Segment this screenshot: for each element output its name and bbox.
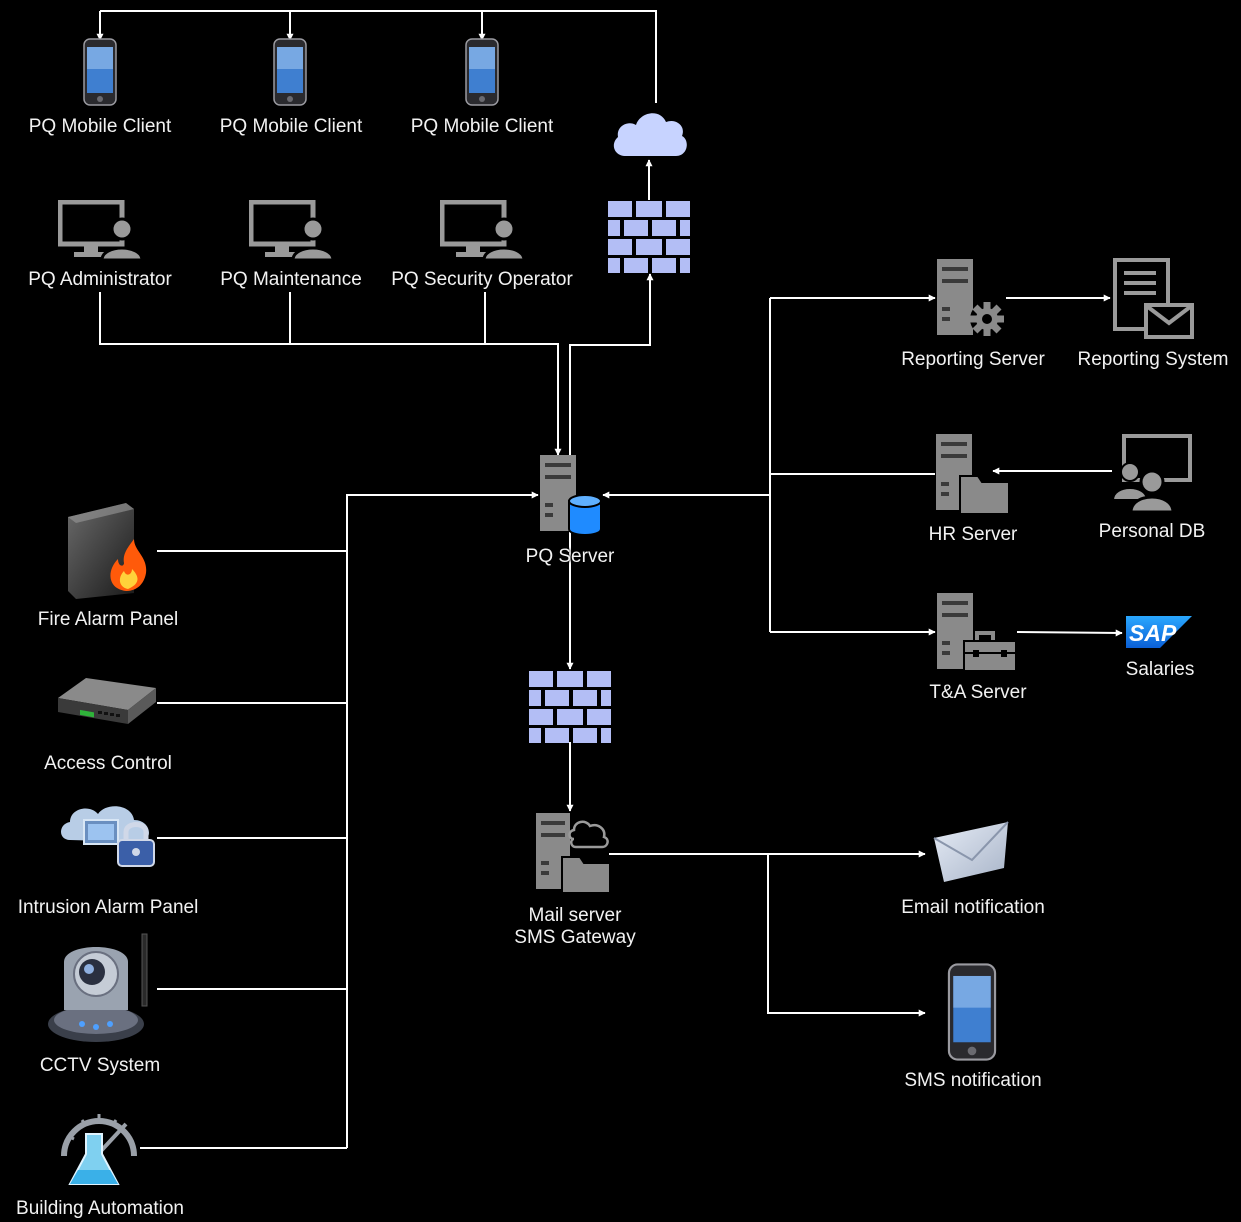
- cloud-server-icon: [536, 813, 611, 894]
- sap-logo-icon: SAP: [1126, 616, 1192, 648]
- connector-server-to-firewall: [569, 273, 654, 455]
- node-label: PQ Mobile Client: [28, 116, 172, 137]
- node-label: Fire Alarm Panel: [37, 609, 179, 630]
- monitor-user-icon: [249, 200, 333, 262]
- security-camera-icon: [48, 933, 148, 1042]
- connector-ta-to-sap: [1016, 629, 1123, 637]
- smartphone-icon: [465, 38, 499, 106]
- node-label: SMS notification: [904, 1070, 1042, 1091]
- node-label: PQ Server: [525, 546, 615, 567]
- node-label: Access Control: [44, 753, 172, 774]
- connector-mail-to-sms: [767, 854, 926, 1017]
- monitor-user-icon: [440, 200, 524, 262]
- node-label: T&A Server: [929, 682, 1027, 703]
- connector-consoles-bus: [99, 292, 562, 456]
- node-label: Reporting Server: [901, 349, 1045, 370]
- presentation-users-icon: [1112, 434, 1192, 512]
- cloud-icon: [613, 113, 687, 156]
- server-gear-icon: [937, 259, 1004, 336]
- document-mail-icon: [1113, 258, 1194, 339]
- connector-devices-bus: [346, 491, 539, 1148]
- node-label: PQ Security Operator: [391, 269, 573, 290]
- sap-logo-text: SAP: [1129, 620, 1177, 646]
- smartphone-icon: [947, 963, 997, 1061]
- node-label: Salaries: [1125, 659, 1195, 680]
- node-label: Personal DB: [1098, 521, 1206, 542]
- firewall-icon: [529, 671, 611, 743]
- gauge-flask-icon: [61, 1114, 137, 1185]
- envelope-icon: [933, 821, 1009, 882]
- node-label: Email notification: [901, 897, 1045, 918]
- monitor-user-icon: [58, 200, 142, 262]
- smartphone-icon: [83, 38, 117, 106]
- node-label: Reporting System: [1077, 349, 1229, 370]
- node-label: PQ Maintenance: [220, 269, 362, 290]
- fire-panel-icon: [68, 503, 147, 599]
- node-label: HR Server: [928, 524, 1018, 545]
- firewall-icon: [608, 201, 690, 273]
- server-toolbox-icon: [937, 593, 1017, 672]
- node-label: PQ Mobile Client: [219, 116, 363, 137]
- smartphone-icon: [273, 38, 307, 106]
- network-lock-icon: [61, 806, 155, 867]
- network-switch-icon: [58, 678, 156, 724]
- node-label: Building Automation: [16, 1198, 184, 1219]
- node-label: CCTV System: [39, 1055, 161, 1076]
- node-label: Mail server SMS Gateway: [514, 905, 636, 948]
- node-label: PQ Administrator: [28, 269, 172, 290]
- node-label: PQ Mobile Client: [410, 116, 554, 137]
- connector-cloud-to-clients: [100, 10, 657, 103]
- server-folder-icon: [936, 434, 1010, 515]
- node-label: Intrusion Alarm Panel: [17, 897, 199, 918]
- database-server-icon: [540, 455, 602, 536]
